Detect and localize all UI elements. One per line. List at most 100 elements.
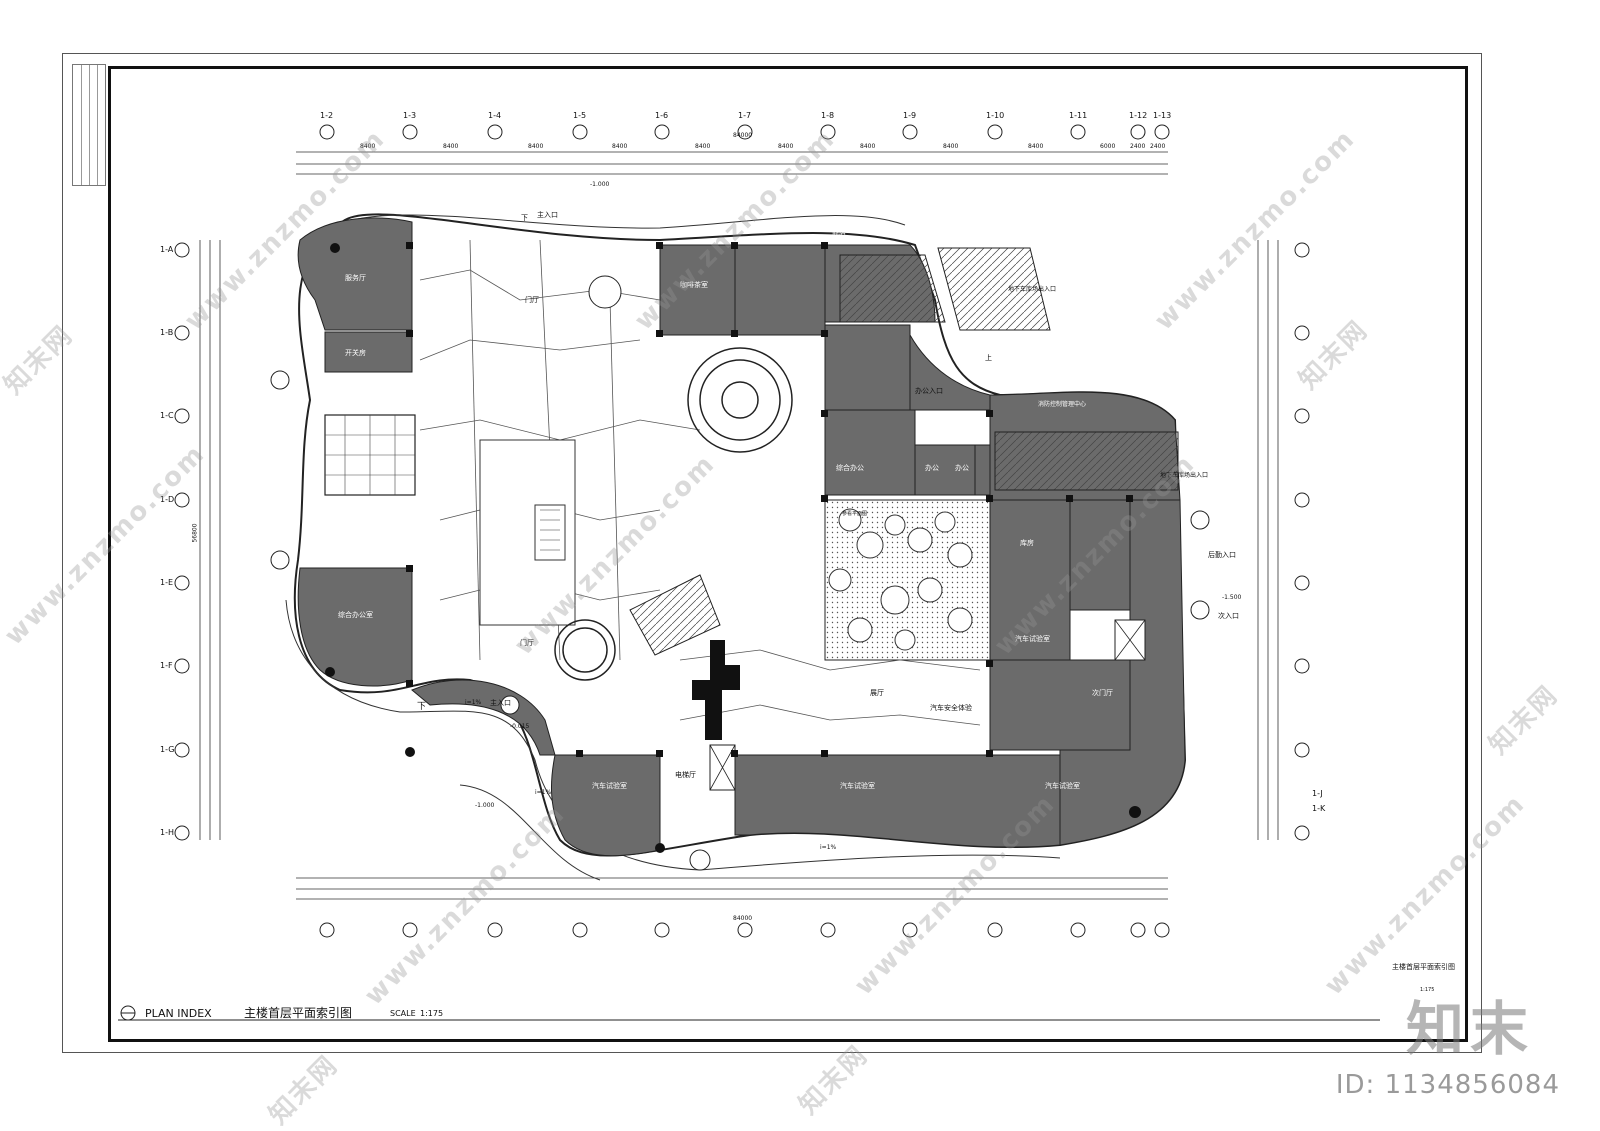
grid-label-top: 1-4 (488, 111, 502, 120)
top-dimensions (296, 151, 1168, 175)
entrance-label: 后勤入口 (1208, 551, 1236, 559)
stair-mark: 下 (417, 702, 427, 712)
grid-label-side: 1-K (1312, 804, 1326, 813)
room-label: 综合办公室 (338, 611, 373, 619)
grid-label-top: 1-3 (403, 111, 417, 120)
grid-label-side: 1-F (160, 661, 173, 670)
room-label: 办公 (925, 464, 939, 472)
grid-label-top: 1-12 (1129, 111, 1148, 120)
grid-bubbles-top (319, 124, 1170, 140)
rotunda-south (554, 619, 616, 681)
grid-label-top: 1-8 (821, 111, 835, 120)
grid-label-top: 1-13 (1153, 111, 1172, 120)
level-mark: -1.000 (475, 802, 495, 809)
brand-logo: 知末 (1405, 995, 1534, 1063)
dim-text: 8400 (443, 143, 459, 150)
grid-label-top: 1-9 (903, 111, 917, 120)
drawing-title: 主楼首层平面索引图 (244, 1006, 353, 1020)
dim-text: 8400 (860, 143, 876, 150)
grid-label-side: 1-A (160, 245, 174, 254)
stamp-scale: 1:175 (1420, 987, 1435, 993)
grid-label-side: 1-G (160, 745, 175, 754)
stamp-title: 主楼首层平面索引图 (1392, 963, 1455, 971)
stair-mark: 上 (985, 354, 992, 362)
room-label: 汽车试验室 (1045, 782, 1080, 790)
sheet-inner-border (108, 66, 1468, 1042)
dim-text: 8400 (943, 143, 959, 150)
room-label: 次门厅 (1092, 689, 1113, 697)
level-mark: -0.015 (510, 723, 530, 730)
scale-label: SCALE (390, 1009, 416, 1018)
grid-label-top: 1-5 (573, 111, 587, 120)
grid-label-side: 1-J (1312, 789, 1323, 798)
entrance-label: 主入口 (490, 699, 511, 707)
dim-text: 6000 (1100, 143, 1116, 150)
courtyard-trees (828, 508, 973, 651)
grid-label-top: 1-2 (320, 111, 334, 120)
room-label: 咖啡茶室 (680, 281, 708, 289)
entrance-label: 地下车库场出入口 (1008, 286, 1057, 293)
room-label: 门厅 (520, 639, 534, 647)
room-label: 汽车试验室 (1015, 635, 1050, 643)
grid-bubbles-bottom (319, 922, 1170, 938)
slope-mark: i=1% (820, 844, 837, 851)
room-label: 汽车试验室 (840, 782, 875, 790)
document-id: ID: 1134856084 (1335, 1070, 1560, 1100)
rotunda-north (687, 347, 793, 453)
grid-label-side: 1-B (160, 328, 174, 337)
dim-text: 8400 (1028, 143, 1044, 150)
room-label: 服务厅 (345, 274, 366, 282)
dim-text: 8400 (360, 143, 376, 150)
grid-label-side: 1-C (160, 411, 174, 420)
bottom-dimensions (296, 877, 1168, 900)
grid-bubbles-right (1294, 242, 1310, 841)
room-label: 门厅 (525, 296, 539, 304)
left-dimensions (199, 240, 221, 840)
grid-label-top: 1-6 (655, 111, 669, 120)
room-label: 库房 (1020, 539, 1034, 547)
room-label: 开关房 (345, 349, 366, 357)
grid-label-side: 1-H (160, 828, 174, 837)
dim-text: 8400 (528, 143, 544, 150)
room-blocks (297, 217, 1186, 857)
grid-bubbles-left (174, 242, 190, 841)
grid-label-side: 1-E (160, 578, 174, 587)
grid-label-top: 1-11 (1069, 111, 1088, 120)
dim-text: 8400 (695, 143, 711, 150)
ref-note: 参看平面图 (842, 511, 868, 517)
dim-text: 8400 (778, 143, 794, 150)
dim-text: 2400 (1130, 143, 1146, 150)
sheet-outer-border (62, 53, 1482, 1053)
stair-mark: 下 (521, 214, 528, 222)
level-mark: -1.500 (1222, 594, 1242, 601)
dim-text: 2400 (1150, 143, 1166, 150)
entrance-label: 主入口 (537, 211, 558, 219)
level-mark: -1.000 (590, 181, 610, 188)
room-label: 汽车安全体验 (930, 704, 972, 712)
slope-mark: i=1% (465, 699, 482, 706)
room-label: 商店 (832, 229, 846, 237)
slope-mark: i=1% (535, 789, 552, 796)
title-strip (72, 64, 106, 186)
dim-total-side: 56800 (191, 523, 199, 543)
index-markers (270, 370, 1210, 871)
grid-label-top: 1-7 (738, 111, 752, 120)
dim-text: 8400 (612, 143, 628, 150)
dim-total-top: 84000 (733, 132, 753, 139)
scale-value: 1:175 (420, 1009, 444, 1018)
grid-label-top: 1-10 (986, 111, 1005, 120)
room-label: 展厅 (870, 689, 884, 697)
dim-total-bottom: 84000 (733, 915, 753, 922)
entrance-label: 地下车库场出入口 (1160, 472, 1209, 479)
columns (325, 242, 1141, 853)
planter (588, 275, 622, 309)
plan-index-label: PLAN INDEX (145, 1007, 212, 1020)
room-label: 综合办公 (836, 464, 864, 472)
grid-label-side: 1-D (160, 495, 175, 504)
room-label: 消防控制管理中心 (1038, 401, 1087, 408)
room-label: 办公 (955, 464, 969, 472)
room-label: 电梯厅 (675, 771, 696, 779)
escalator (540, 509, 560, 551)
entrance-label: 次入口 (1218, 612, 1239, 620)
